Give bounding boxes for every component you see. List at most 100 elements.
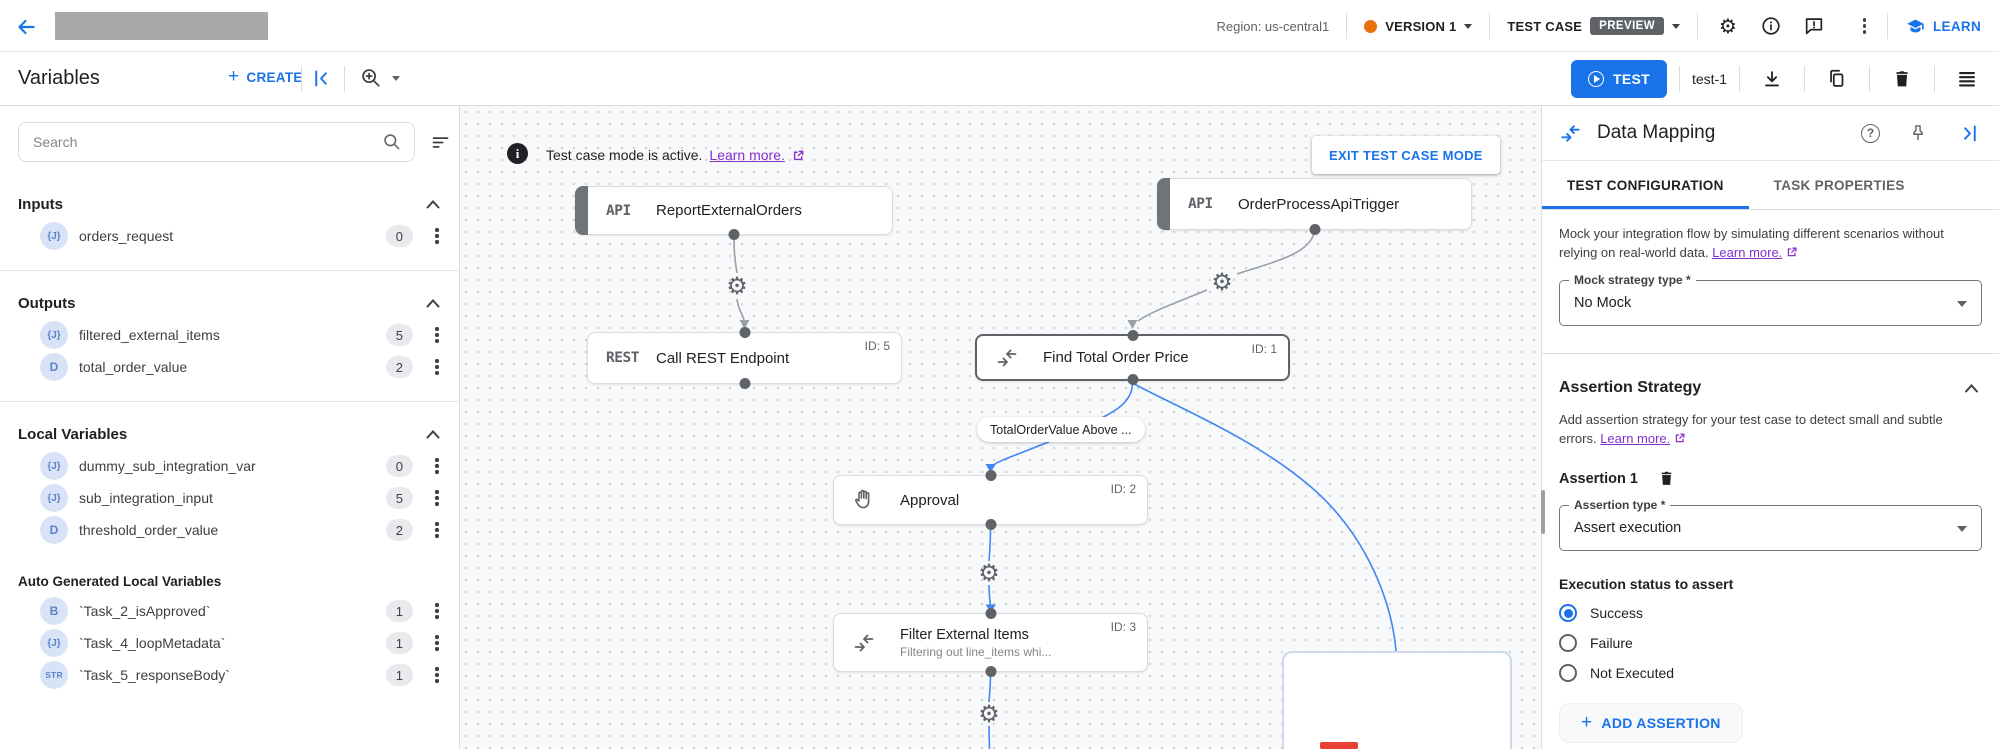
variable-row[interactable]: {J} dummy_sub_integration_var 0	[0, 450, 459, 482]
collapse-section-button[interactable]	[1960, 377, 1982, 399]
collapse-section-button[interactable]	[422, 193, 444, 215]
connection-dot[interactable]	[1309, 224, 1320, 235]
variable-row[interactable]: D threshold_order_value 2	[0, 514, 459, 546]
chevron-up-icon	[426, 200, 440, 209]
collapse-section-button[interactable]	[422, 292, 444, 314]
row-menu-button[interactable]	[428, 488, 446, 508]
edge-gear-icon[interactable]: ⚙	[726, 272, 748, 300]
version-selector[interactable]: VERSION 1	[1364, 19, 1473, 34]
row-menu-button[interactable]	[428, 520, 446, 540]
collapse-panel-button[interactable]	[311, 68, 332, 89]
variable-row[interactable]: {J} `Task_4_loopMetadata` 1	[0, 627, 459, 659]
node-find-total-order-price[interactable]: Find Total Order Price ID: 1	[975, 330, 1290, 385]
copy-button[interactable]	[1817, 62, 1857, 96]
search-input[interactable]	[18, 122, 415, 162]
connection-dot[interactable]	[728, 229, 740, 240]
variable-row[interactable]: D total_order_value 2	[0, 351, 459, 383]
info-button[interactable]	[1758, 13, 1784, 39]
tab-test-configuration[interactable]: TEST CONFIGURATION	[1542, 161, 1749, 209]
row-menu-button[interactable]	[428, 665, 446, 685]
collapse-panel-button[interactable]	[1956, 120, 1982, 146]
node-filter-external-items[interactable]: Filter External Items Filtering out line…	[833, 608, 1148, 677]
variable-row[interactable]: STR `Task_5_responseBody` 1	[0, 659, 459, 691]
chevron-up-icon	[426, 299, 440, 308]
help-button[interactable]: ?	[1861, 123, 1880, 143]
connection-dot[interactable]	[1127, 374, 1138, 385]
download-button[interactable]	[1752, 62, 1792, 96]
row-menu-button[interactable]	[428, 226, 446, 246]
mock-strategy-select[interactable]: Mock strategy type * No Mock	[1559, 272, 1982, 326]
test-button[interactable]: TEST	[1571, 60, 1667, 98]
test-case-name[interactable]: test-1	[1691, 71, 1727, 87]
test-mode-banner: Test case mode is active. Learn more.	[546, 147, 805, 163]
variable-row[interactable]: {J} filtered_external_items 5	[0, 319, 459, 351]
version-status-dot	[1364, 19, 1378, 33]
learn-more-link[interactable]: Learn more.	[1600, 430, 1671, 446]
chevron-down-icon	[1957, 526, 1967, 533]
collapse-section-button[interactable]	[422, 423, 444, 445]
feedback-button[interactable]	[1801, 13, 1827, 39]
delete-button[interactable]	[1882, 62, 1922, 96]
info-icon	[1762, 17, 1780, 35]
connection-dot[interactable]	[985, 608, 996, 619]
row-menu-button[interactable]	[428, 601, 446, 621]
connection-dot[interactable]	[985, 470, 996, 481]
search-wrap	[18, 122, 415, 162]
learn-more-link[interactable]: Learn more.	[709, 147, 785, 163]
connection-dot[interactable]	[985, 666, 996, 677]
tab-task-properties[interactable]: TASK PROPERTIES	[1773, 177, 1905, 193]
edge-gear-icon[interactable]: ⚙	[978, 700, 1000, 728]
partial-card[interactable]	[1282, 651, 1512, 749]
divider	[301, 66, 302, 92]
zoom-control[interactable]	[360, 67, 400, 90]
test-button-label: TEST	[1613, 71, 1650, 87]
json-type-icon: {J}	[40, 629, 68, 657]
row-menu-button[interactable]	[428, 325, 446, 345]
row-menu-button[interactable]	[428, 633, 446, 653]
learn-button[interactable]: LEARN	[1905, 16, 1981, 37]
row-menu-button[interactable]	[428, 357, 446, 377]
sort-button[interactable]	[430, 132, 451, 153]
connection-dot[interactable]	[739, 327, 750, 338]
assertion-description: Add assertion strategy for your test cas…	[1559, 411, 1943, 446]
row-menu-button[interactable]	[428, 456, 446, 476]
node-call-rest-endpoint[interactable]: REST Call REST Endpoint ID: 5	[587, 327, 902, 389]
variable-name: orders_request	[79, 228, 174, 244]
info-icon: i	[507, 143, 528, 164]
top-bar: Region: us-central1 VERSION 1 TEST CASE …	[0, 0, 1999, 52]
node-approval[interactable]: Approval ID: 2	[833, 470, 1148, 530]
settings-button[interactable]: ⚙	[1715, 13, 1741, 39]
back-button[interactable]	[13, 14, 39, 40]
pin-button[interactable]	[1905, 120, 1931, 146]
node-order-process-api-trigger[interactable]: API OrderProcessApiTrigger	[1157, 178, 1472, 235]
connection-dot[interactable]	[1127, 330, 1138, 341]
exit-test-case-mode-button[interactable]: EXIT TEST CASE MODE	[1312, 136, 1500, 174]
node-title: ReportExternalOrders	[656, 202, 802, 219]
radio-not-executed[interactable]: Not Executed	[1559, 664, 1982, 683]
edge-gear-icon[interactable]: ⚙	[1211, 268, 1233, 296]
delete-assertion-button[interactable]	[1657, 469, 1676, 488]
variable-row[interactable]: {J} sub_integration_input 5	[0, 482, 459, 514]
more-options-button[interactable]	[1844, 13, 1870, 39]
learn-more-link[interactable]: Learn more.	[1712, 244, 1783, 260]
divider	[1739, 66, 1740, 92]
variable-row[interactable]: B `Task_2_isApproved` 1	[0, 595, 459, 627]
double-type-icon: D	[40, 516, 68, 544]
connection-dot[interactable]	[985, 519, 996, 530]
radio-success[interactable]: Success	[1559, 604, 1982, 623]
menu-button[interactable]	[1947, 62, 1987, 96]
node-report-external-orders[interactable]: API ReportExternalOrders	[575, 186, 893, 240]
divider	[1887, 13, 1888, 39]
assertion-type-select[interactable]: Assertion type * Assert execution	[1559, 498, 1982, 552]
banner-message: Test case mode is active.	[546, 147, 703, 163]
edge-condition-label[interactable]: TotalOrderValue Above ...	[977, 417, 1145, 442]
create-variable-button[interactable]: + CREATE	[228, 67, 303, 86]
connection-dot[interactable]	[739, 378, 750, 389]
add-assertion-button[interactable]: + ADD ASSERTION	[1559, 703, 1743, 744]
scrollbar-thumb[interactable]	[1541, 490, 1545, 534]
edge-gear-icon[interactable]: ⚙	[978, 559, 1000, 587]
divider	[1346, 13, 1348, 39]
radio-failure[interactable]: Failure	[1559, 634, 1982, 653]
test-case-selector[interactable]: TEST CASE PREVIEW	[1507, 17, 1680, 35]
variable-row[interactable]: {J} orders_request 0	[0, 220, 459, 252]
